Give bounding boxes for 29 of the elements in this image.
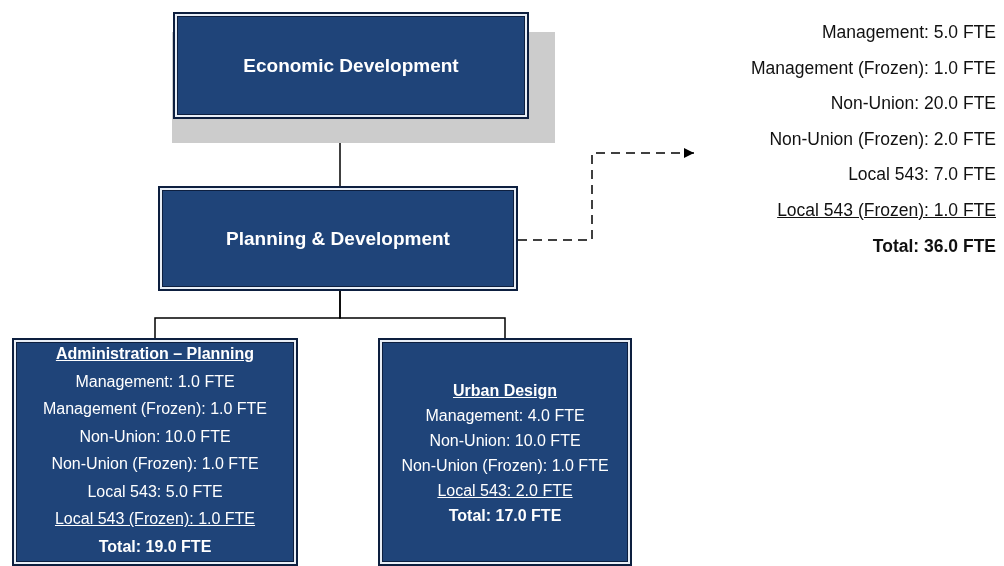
total-line: Total: 17.0 FTE — [448, 506, 562, 526]
fte-line: Local 543: 7.0 FTE — [848, 163, 996, 187]
fte-line: Non-Union: 10.0 FTE — [79, 426, 231, 447]
total-line: Total: 36.0 FTE — [872, 234, 996, 258]
fte-line: Local 543 (Frozen): 1.0 FTE — [777, 198, 996, 222]
org-box — [12, 338, 298, 566]
dashed-arrow — [517, 148, 695, 241]
box-title: Urban Design — [453, 381, 557, 401]
fte-line: Management: 1.0 FTE — [75, 371, 235, 392]
org-box — [158, 186, 518, 291]
fte-line: Local 543: 2.0 FTE — [437, 481, 573, 501]
fte-line: Management (Frozen): 1.0 FTE — [750, 56, 996, 80]
box-title: Economic Development — [243, 53, 459, 78]
fte-line: Non-Union: 10.0 FTE — [429, 431, 581, 451]
fte-line: Management: 5.0 FTE — [821, 21, 996, 44]
fte-line: Non-Union (Frozen): 2.0 FTE — [769, 127, 996, 151]
org-box — [173, 12, 529, 119]
box-title: Administration – Planning — [55, 344, 255, 364]
fte-line: Local 543 (Frozen): 1.0 FTE — [54, 509, 256, 529]
box-title: Planning & Development — [226, 226, 450, 251]
connector-line — [339, 290, 506, 339]
fte-line: Non-Union (Frozen): 1.0 FTE — [401, 456, 609, 476]
fte-line: Local 543: 5.0 FTE — [87, 481, 223, 502]
total-line: Total: 19.0 FTE — [98, 536, 212, 557]
org-box — [378, 338, 632, 566]
fte-line: Non-Union: 20.0 FTE — [830, 92, 996, 116]
fte-line: Management: 4.0 FTE — [425, 406, 585, 426]
fte-line: Management (Frozen): 1.0 FTE — [42, 399, 268, 419]
fte-line: Non-Union (Frozen): 1.0 FTE — [51, 454, 259, 474]
